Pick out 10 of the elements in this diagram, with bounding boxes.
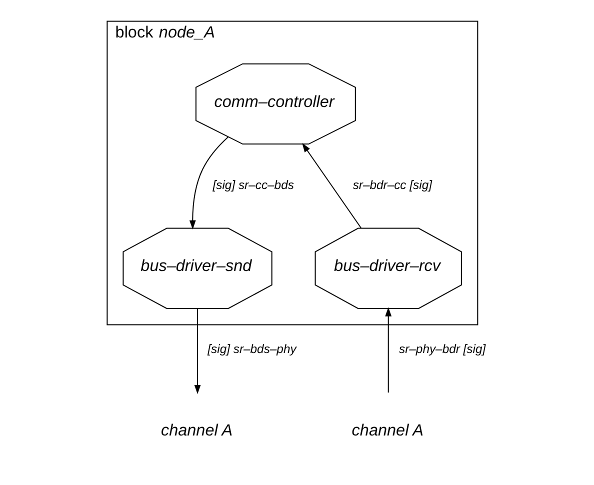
arrow bbox=[189, 136, 229, 229]
edge-label: [sig] sr–bds–phy bbox=[208, 342, 296, 356]
edge-label: [sig] sr–cc–bds bbox=[212, 177, 294, 192]
edge-label: sr–bdr–cc [sig] bbox=[352, 177, 432, 192]
node-text: channel A bbox=[160, 421, 233, 440]
edge-label: sr–phy–bdr [sig] bbox=[399, 342, 486, 356]
arrow bbox=[385, 306, 392, 392]
node-text: channel A bbox=[352, 421, 424, 440]
arrow bbox=[194, 308, 201, 394]
arrow bbox=[302, 142, 362, 228]
